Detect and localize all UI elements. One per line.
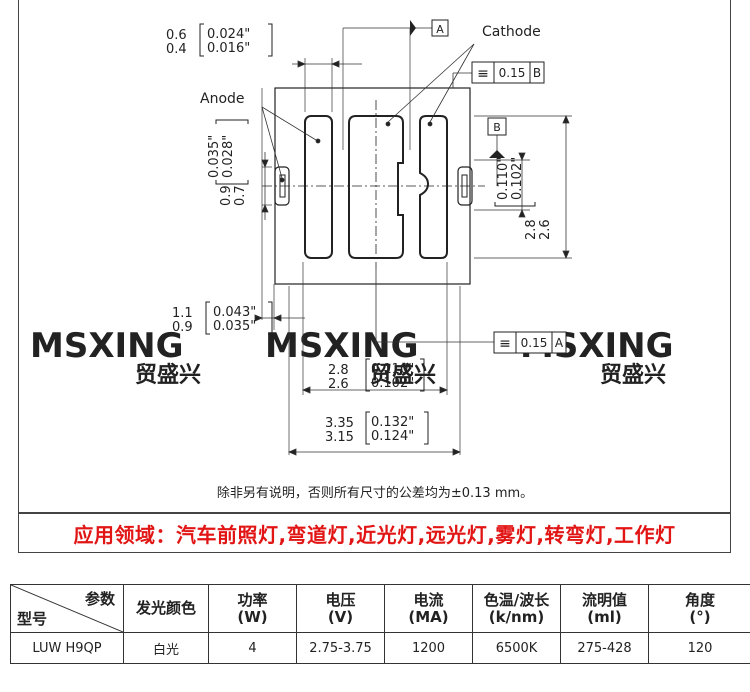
svg-text:0.043": 0.043" bbox=[213, 305, 256, 320]
center-pad bbox=[348, 115, 404, 259]
header-voltage: 电压(V) bbox=[296, 584, 385, 633]
datum-b-marker: B bbox=[487, 117, 507, 186]
dim-width: 3.35 3.15 0.132" 0.124" bbox=[325, 411, 429, 445]
table-header-row: 参数 型号 发光颜色 功率(W) 电压(V) 电流(MA) 色温/波长(k/nm… bbox=[10, 584, 750, 633]
svg-text:1.1: 1.1 bbox=[172, 306, 193, 321]
dim-height: 2.8 2.6 bbox=[524, 219, 553, 240]
anode-pad-left bbox=[304, 115, 333, 259]
svg-text:0.024": 0.024" bbox=[207, 27, 250, 42]
cell-lumen: 275-428 bbox=[560, 632, 649, 664]
dim-pad-gap: 0.6 0.4 0.024" 0.016" bbox=[166, 23, 273, 57]
datum-a-label: A bbox=[436, 23, 444, 36]
svg-text:0.15: 0.15 bbox=[499, 66, 526, 80]
svg-text:2.8: 2.8 bbox=[328, 363, 349, 378]
datum-b-label: B bbox=[493, 121, 501, 134]
svg-text:0.110": 0.110" bbox=[371, 362, 414, 377]
svg-text:0.124": 0.124" bbox=[371, 429, 414, 444]
svg-text:2.6: 2.6 bbox=[328, 377, 349, 392]
drawing-frame bbox=[18, 0, 731, 513]
dim-notch-width: 0.9 0.7 bbox=[215, 119, 249, 206]
svg-text:0.15: 0.15 bbox=[521, 336, 548, 350]
header-angle: 角度(°) bbox=[648, 584, 750, 633]
svg-text:0.7: 0.7 bbox=[233, 185, 248, 206]
cell-voltage: 2.75-3.75 bbox=[296, 632, 385, 664]
svg-text:3.35: 3.35 bbox=[325, 416, 354, 431]
svg-text:0.6: 0.6 bbox=[166, 28, 187, 43]
watermark: MSXING MSXING MSXING 贸盛兴 贸盛兴 贸盛兴 bbox=[30, 326, 674, 388]
dim-height-inch: 0.110" 0.102" bbox=[494, 157, 536, 207]
svg-text:0.132": 0.132" bbox=[371, 415, 414, 430]
header-param-model: 参数 型号 bbox=[10, 584, 124, 633]
spec-table: 参数 型号 发光颜色 功率(W) 电压(V) 电流(MA) 色温/波长(k/nm… bbox=[10, 584, 750, 664]
svg-text:2.6: 2.6 bbox=[538, 219, 553, 240]
svg-text:0.035": 0.035" bbox=[213, 319, 256, 334]
svg-text:≡: ≡ bbox=[477, 66, 489, 82]
cell-color-temp: 6500K bbox=[472, 632, 561, 664]
svg-text:0.110": 0.110" bbox=[496, 157, 511, 200]
header-lumen: 流明值(ml) bbox=[560, 584, 649, 633]
header-current: 电流(MA) bbox=[384, 584, 473, 633]
watermark-chinese-3: 贸盛兴 bbox=[600, 362, 666, 388]
svg-text:3.15: 3.15 bbox=[325, 430, 354, 445]
cell-color: 白光 bbox=[123, 632, 209, 664]
svg-text:0.9: 0.9 bbox=[219, 185, 234, 206]
svg-text:0.4: 0.4 bbox=[166, 42, 187, 57]
cathode-pad bbox=[419, 115, 448, 259]
header-color-temp: 色温/波长(k/nm) bbox=[472, 584, 561, 633]
right-notch bbox=[457, 166, 473, 206]
watermark-chinese-1: 贸盛兴 bbox=[135, 362, 201, 388]
header-color: 发光颜色 bbox=[123, 584, 209, 633]
svg-text:B: B bbox=[533, 66, 541, 80]
tolerance-frame-b: ≡ 0.15 B bbox=[452, 61, 545, 88]
svg-text:0.016": 0.016" bbox=[207, 41, 250, 56]
svg-text:2.8: 2.8 bbox=[524, 219, 539, 240]
watermark-brand-2: MSXING bbox=[265, 326, 419, 366]
table-row: LUW H9QP 白光 4 2.75-3.75 1200 6500K 275-4… bbox=[10, 632, 750, 664]
tolerance-note: 除非另有说明，否则所有尺寸的公差均为±0.13 mm。 bbox=[216, 486, 534, 501]
dim-pad-offset: 1.1 0.9 0.043" 0.035" bbox=[172, 301, 273, 335]
svg-text:0.028": 0.028" bbox=[221, 135, 236, 178]
cell-model: LUW H9QP bbox=[10, 632, 124, 664]
tolerance-frame-a: ≡ 0.15 A bbox=[493, 331, 567, 354]
cell-angle: 120 bbox=[648, 632, 750, 664]
header-power: 功率(W) bbox=[208, 584, 297, 633]
anode-label: Anode bbox=[200, 91, 245, 107]
header-model: 型号 bbox=[17, 610, 48, 628]
application-banner: 应用领域：汽车前照灯,弯道灯,近光灯,远光灯,雾灯,转弯灯,工作灯 bbox=[18, 513, 731, 553]
cell-power: 4 bbox=[208, 632, 297, 664]
cathode-label: Cathode bbox=[482, 24, 541, 40]
svg-text:0.102": 0.102" bbox=[371, 376, 414, 391]
svg-text:0.9: 0.9 bbox=[172, 320, 193, 335]
header-param: 参数 bbox=[84, 590, 115, 608]
svg-text:A: A bbox=[555, 336, 564, 350]
svg-text:≡: ≡ bbox=[499, 336, 511, 352]
svg-text:0.035": 0.035" bbox=[207, 135, 222, 178]
svg-text:0.102": 0.102" bbox=[510, 157, 525, 200]
watermark-chinese-2: 贸盛兴 bbox=[370, 362, 436, 388]
watermark-brand-1: MSXING bbox=[30, 326, 184, 366]
technical-drawing: MSXING MSXING MSXING 贸盛兴 贸盛兴 贸盛兴 bbox=[30, 19, 674, 456]
dim-pad-span: 2.8 2.6 0.110" 0.102" bbox=[328, 358, 425, 392]
application-text: 应用领域：汽车前照灯,弯道灯,近光灯,远光灯,雾灯,转弯灯,工作灯 bbox=[73, 522, 676, 547]
cell-current: 1200 bbox=[384, 632, 473, 664]
datum-a-marker: A bbox=[410, 19, 449, 37]
dim-notch-width-inch: 0.035" 0.028" bbox=[207, 135, 236, 178]
